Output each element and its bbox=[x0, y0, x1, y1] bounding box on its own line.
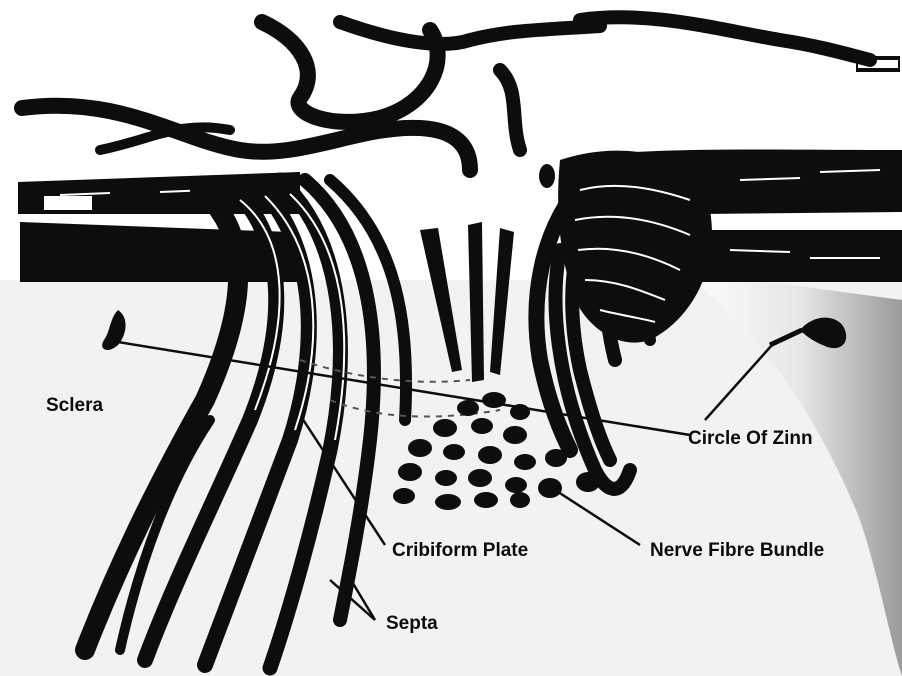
label-sclera: Sclera bbox=[46, 395, 103, 416]
label-nerve-fibre-bundle: Nerve Fibre Bundle bbox=[650, 540, 824, 561]
label-septa: Septa bbox=[386, 613, 438, 634]
label-cribriform-plate: Cribiform Plate bbox=[392, 540, 528, 561]
sclera-layers bbox=[18, 149, 902, 282]
vessel-drop bbox=[539, 164, 555, 188]
label-circle-of-zinn: Circle Of Zinn bbox=[688, 428, 813, 449]
sclera-notch-left bbox=[44, 196, 92, 210]
retinal-vessels bbox=[22, 17, 870, 170]
